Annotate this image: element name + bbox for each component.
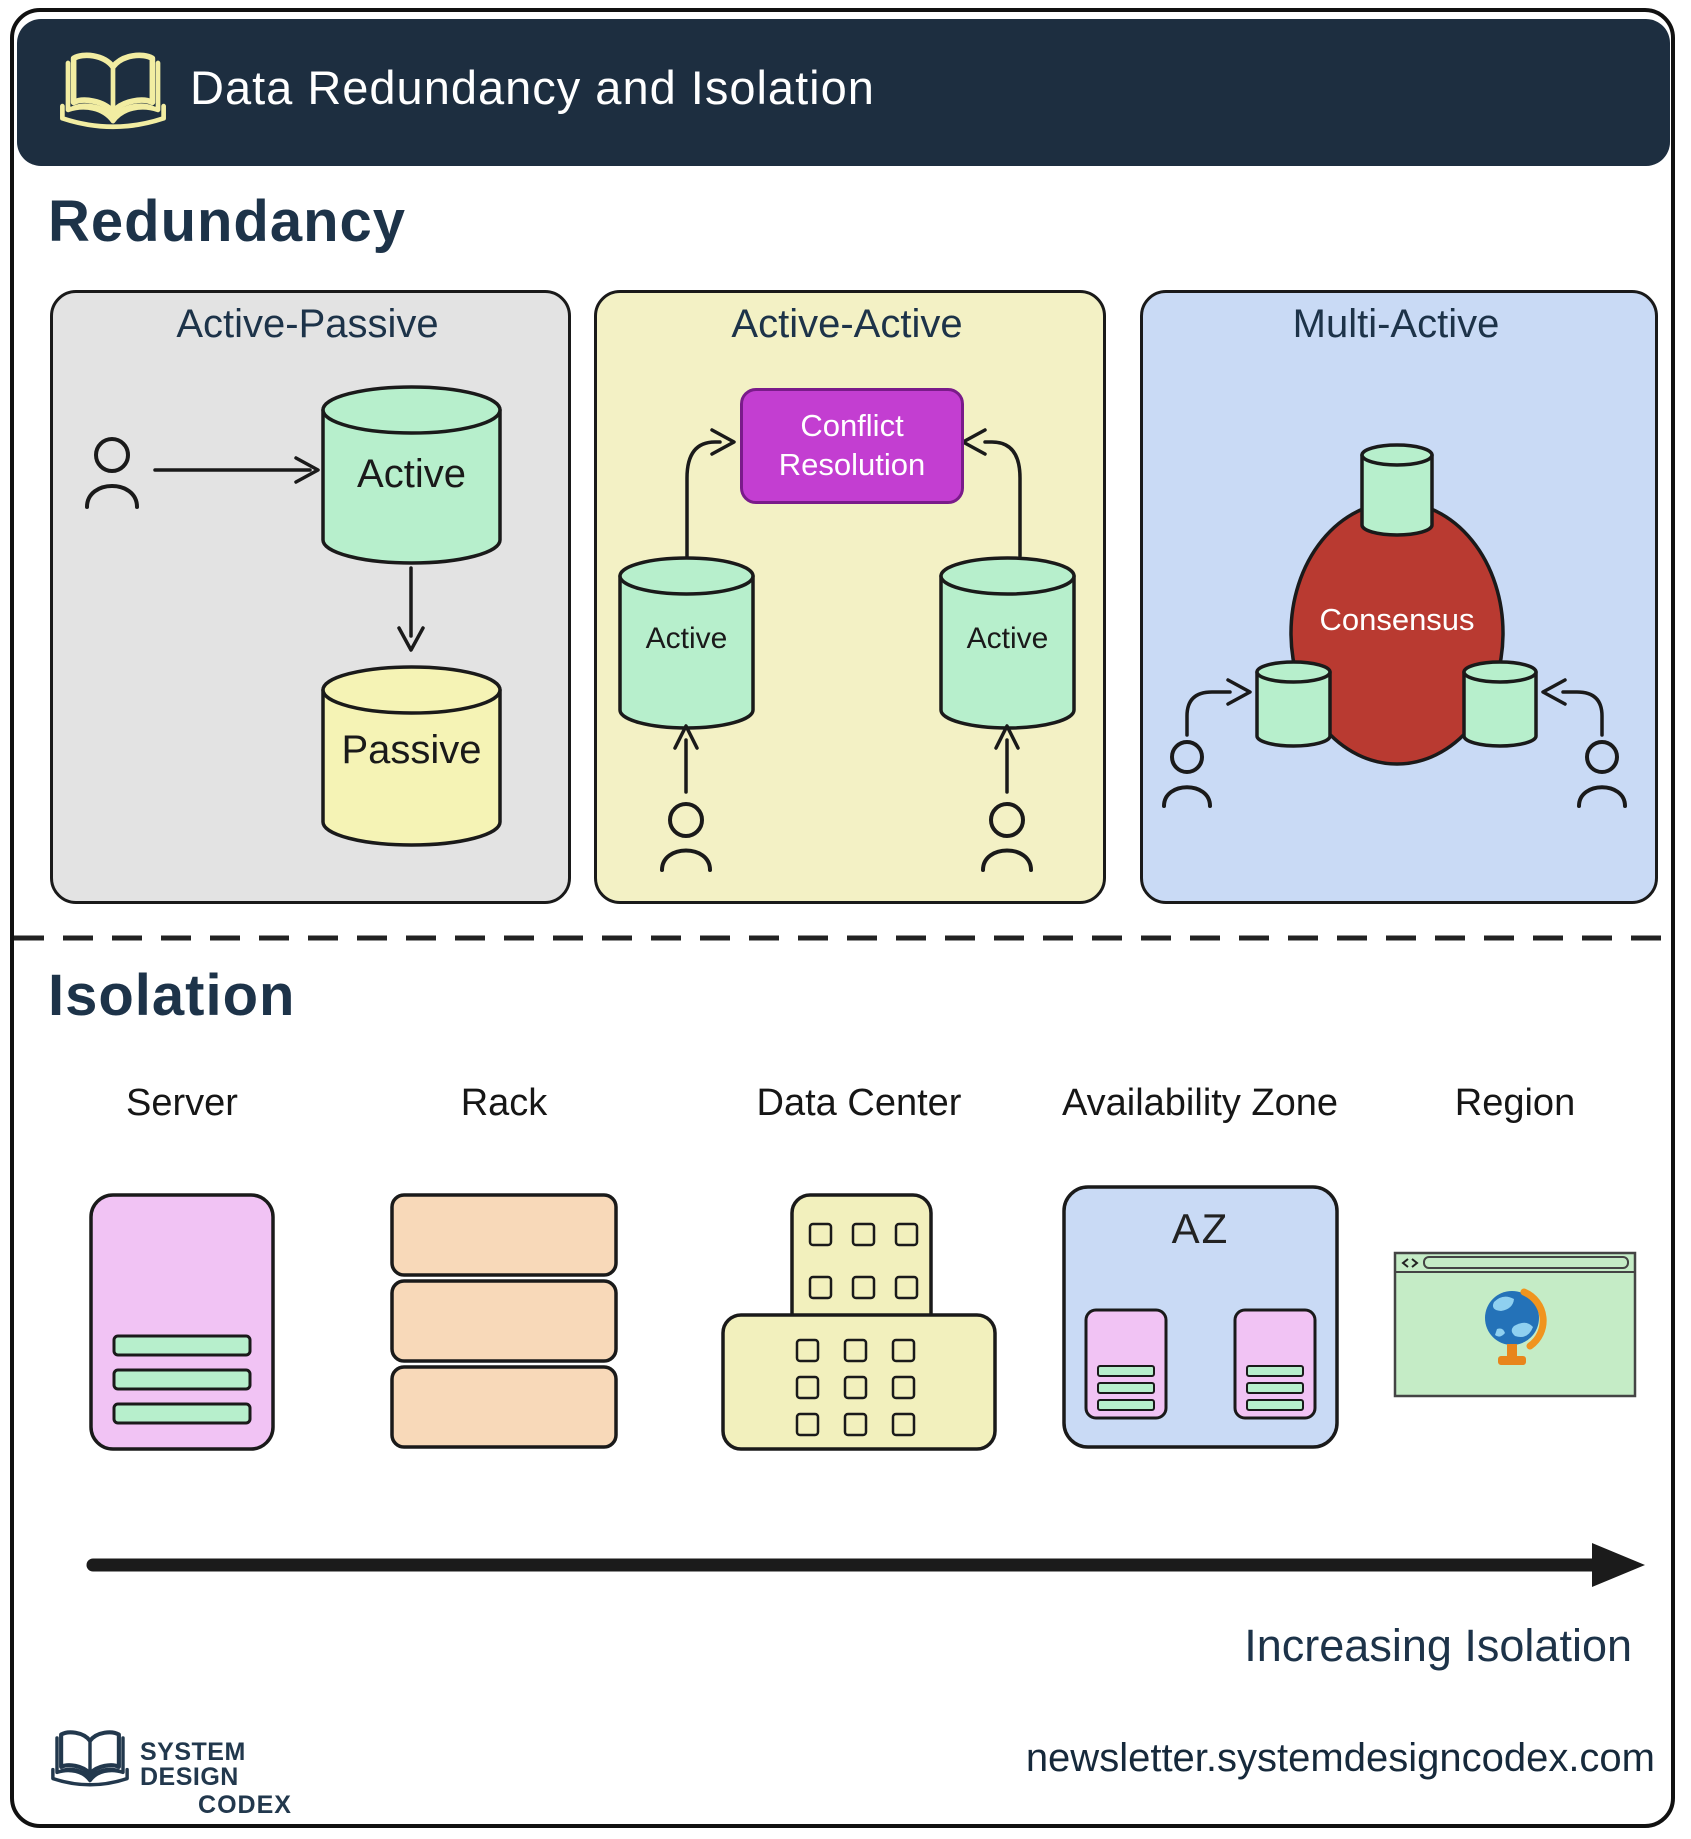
header-bar <box>17 19 1670 166</box>
active-db-label: Active <box>357 452 466 496</box>
panel-title-multi-active: Multi-Active <box>1292 302 1500 346</box>
passive-db-label: Passive <box>341 728 482 772</box>
level-label-rack: Rack <box>460 1082 548 1124</box>
infographic-card <box>10 8 1675 1828</box>
level-label-region: Region <box>1454 1082 1576 1124</box>
panel-title-active-passive: Active-Passive <box>176 302 439 346</box>
newsletter-url: newsletter.systemdesigncodex.com <box>1025 1736 1655 1780</box>
az-badge: AZ <box>1171 1205 1230 1252</box>
axis-label: Increasing Isolation <box>1244 1620 1632 1671</box>
conflict-resolution-box: Conflict Resolution <box>740 388 964 504</box>
page-title: Data Redundancy and Isolation <box>190 61 875 114</box>
panel-multi-active <box>1140 290 1658 904</box>
active-left-db-label: Active <box>645 622 728 655</box>
conflict-line1: Conflict <box>800 408 904 444</box>
isolation-heading: Isolation <box>48 963 296 1028</box>
panel-title-active-active: Active-Active <box>731 302 963 346</box>
conflict-line2: Resolution <box>778 447 926 482</box>
level-label-server: Server <box>126 1082 238 1124</box>
level-label-availability-zone: Availability Zone <box>1061 1082 1338 1124</box>
brand-line1: SYSTEM DESIGN <box>140 1738 246 1791</box>
panel-active-passive <box>50 290 571 904</box>
level-label-data-center: Data Center <box>756 1082 962 1124</box>
consensus-label: Consensus <box>1319 602 1475 637</box>
brand-line2: CODEX <box>198 1791 292 1819</box>
redundancy-heading: Redundancy <box>48 189 407 254</box>
panel-active-active <box>594 290 1106 904</box>
brand-logo-text: SYSTEM DESIGN CODEX <box>140 1740 350 1818</box>
active-right-db-label: Active <box>966 622 1049 655</box>
